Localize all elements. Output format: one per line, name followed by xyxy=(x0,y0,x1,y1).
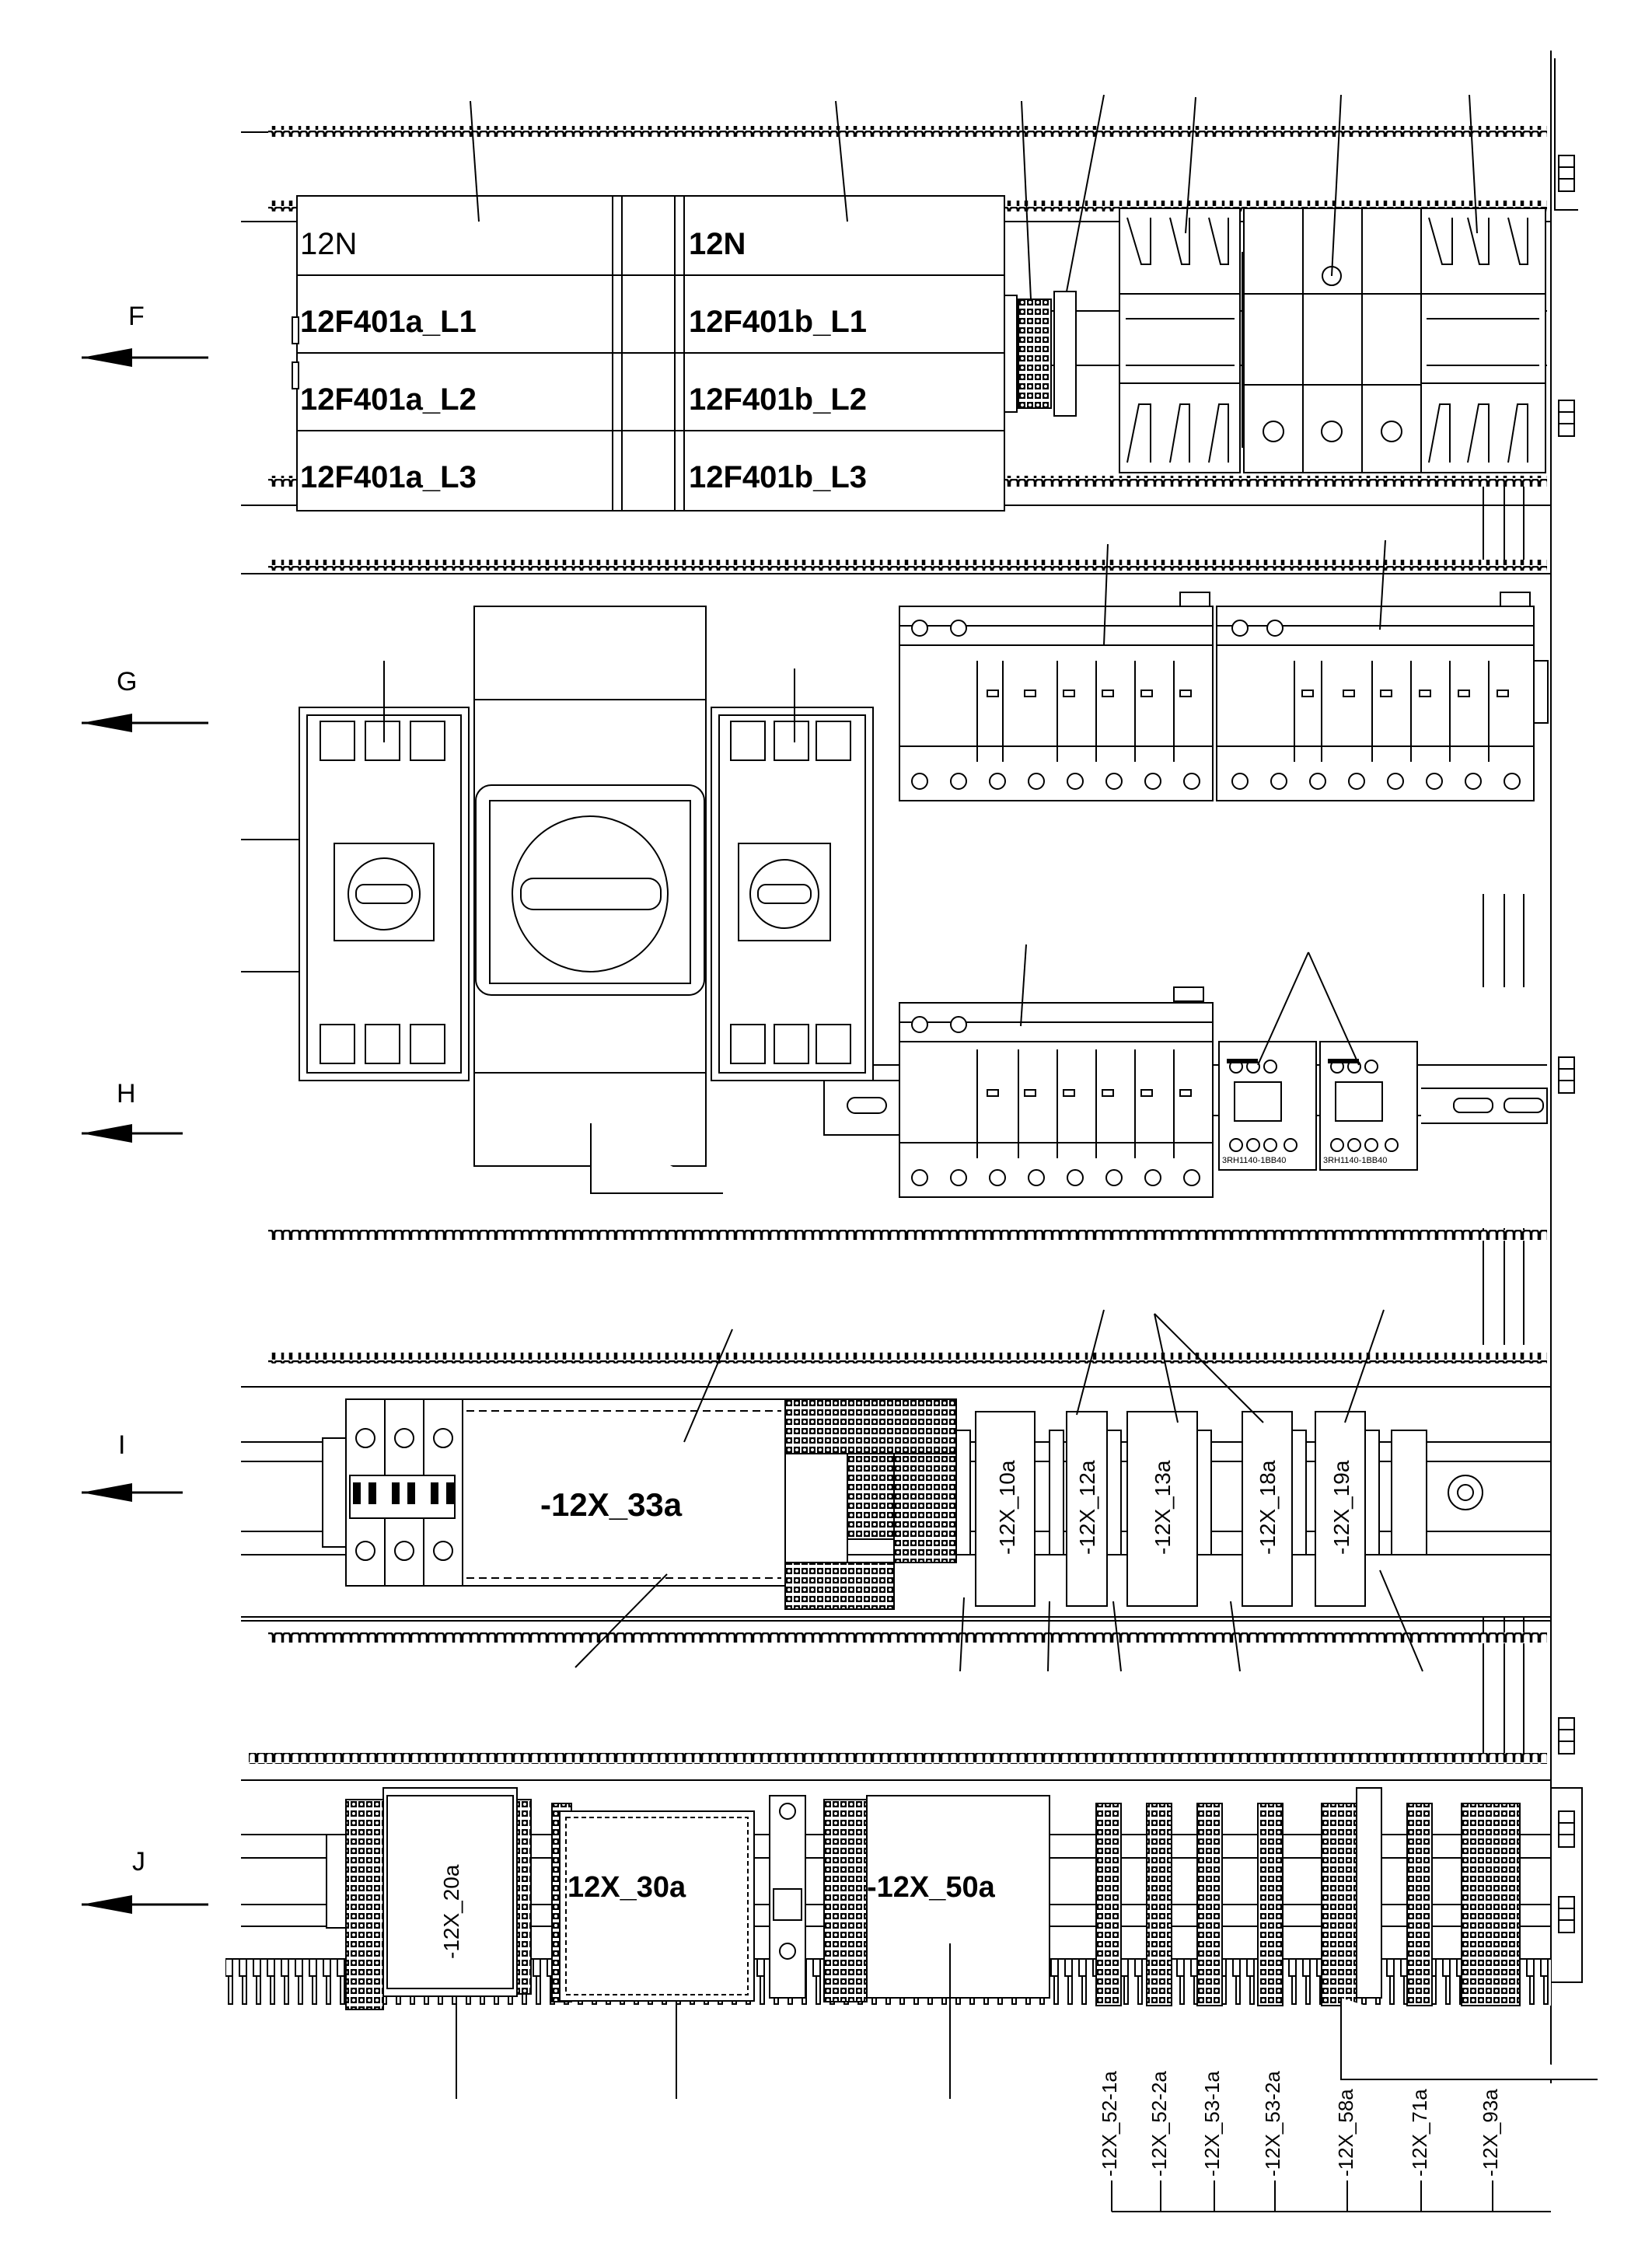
module-12x-12a: -12X_12a xyxy=(1075,1460,1099,1555)
row-arrow-f: F xyxy=(82,302,208,367)
row-label-f: F xyxy=(128,302,145,331)
row-g-switch-left xyxy=(299,661,470,1081)
row-label-g: G xyxy=(117,667,137,697)
block-12x-20a: -12X_20a xyxy=(439,1864,463,1959)
terminal-label-53-2a: -12X_53-2a xyxy=(1261,2071,1284,2177)
fuse-label-right-2: 12F401b_L1 xyxy=(689,305,867,339)
row-arrow-i: I xyxy=(82,1430,183,1502)
row-g-surge-protectors xyxy=(899,539,1549,801)
terminal-label-93a: -12X_93a xyxy=(1479,2089,1502,2177)
row-f-breaker-details xyxy=(1126,94,1539,463)
fuse-label-right-1: 12N xyxy=(689,227,746,261)
fuse-label-right-4: 12F401b_L3 xyxy=(689,460,867,494)
row-g-main-switch xyxy=(473,606,723,1194)
fuse-label-left-3: 12F401a_L2 xyxy=(300,382,477,417)
row-i-leader-lines xyxy=(575,1309,1423,1672)
row-f-terminals xyxy=(1018,94,1105,417)
row-label-i: I xyxy=(118,1430,125,1460)
module-12x-18a: -12X_18a xyxy=(1256,1460,1280,1555)
row-f-circuit-breakers xyxy=(1119,208,1546,473)
terminal-label-52-1a: -12X_52-1a xyxy=(1098,2071,1121,2177)
module-12x-10a: -12X_10a xyxy=(995,1460,1019,1555)
row-label-h: H xyxy=(117,1079,136,1109)
module-12x-19a: -12X_19a xyxy=(1329,1460,1353,1555)
terminal-block-12x-33a: -12X_33a xyxy=(540,1486,683,1523)
row-arrow-h: H xyxy=(82,1079,183,1143)
fuse-label-left-2: 12F401a_L1 xyxy=(300,305,477,339)
row-h-surge-protector xyxy=(823,944,1214,1198)
row-arrow-j: J xyxy=(82,1847,208,1914)
module-12x-13a: -12X_13a xyxy=(1151,1460,1175,1555)
cabinet-frame xyxy=(1483,51,1583,2083)
row-g-switch-right xyxy=(711,669,874,1081)
row-label-j: J xyxy=(132,1847,145,1877)
row-f-fuse-holders-table: 12N 12F401a_L1 12F401a_L2 12F401a_L3 12N… xyxy=(292,100,1018,512)
block-12x-50a: -12X_50a xyxy=(867,1871,996,1904)
relay-label-2: 3RH1140-1BB40 xyxy=(1323,1156,1387,1165)
row-i-terminals xyxy=(322,1398,1483,1610)
terminal-label-71a: -12X_71a xyxy=(1408,2089,1431,2177)
row-j-blocks xyxy=(326,1787,1598,2099)
relay-label-1: 3RH1140-1BB40 xyxy=(1222,1156,1286,1165)
fuse-label-left-4: 12F401a_L3 xyxy=(300,460,477,494)
terminal-label-58a: -12X_58a xyxy=(1334,2089,1357,2177)
fuse-label-right-3: 12F401b_L2 xyxy=(689,382,867,417)
row-j-terminal-labels: -12X_52-1a -12X_52-2a -12X_53-1a -12X_53… xyxy=(1098,2071,1551,2212)
terminal-label-52-2a: -12X_52-2a xyxy=(1147,2071,1171,2177)
row-h-relays: 3RH1140-1BB40 3RH1140-1BB40 xyxy=(1218,951,1548,1171)
row-arrow-g: G xyxy=(82,667,208,732)
block-12x-30a: 12X_30a xyxy=(568,1871,686,1904)
fuse-label-left-1: 12N xyxy=(300,227,357,261)
terminal-label-53-1a: -12X_53-1a xyxy=(1200,2071,1224,2177)
